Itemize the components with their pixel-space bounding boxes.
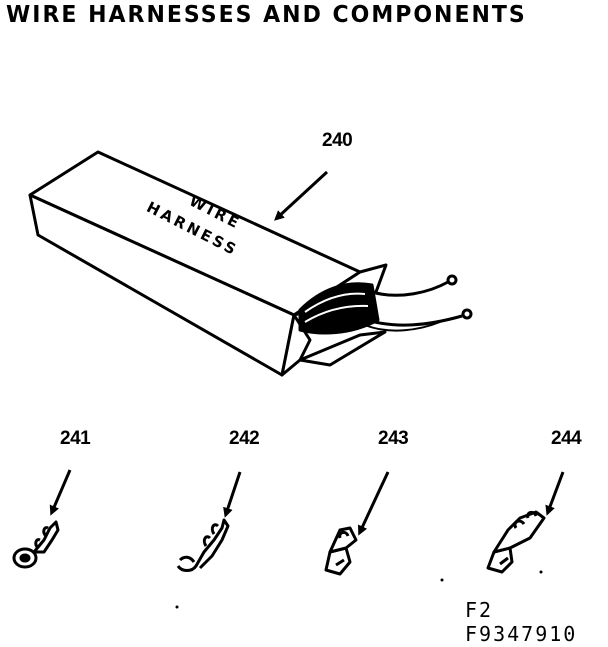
- ring-terminal-icon: [12, 520, 60, 569]
- callout-arrow-242: [223, 471, 242, 518]
- part-label-244: 244: [551, 428, 582, 449]
- callout-arrow-240: [274, 170, 329, 221]
- harness-box-icon: [28, 150, 473, 377]
- speck: [175, 605, 179, 609]
- callout-arrow-241: [49, 469, 72, 516]
- part-label-241: 241: [60, 428, 91, 449]
- speck: [440, 578, 444, 582]
- figure-code-line2: F9347910: [465, 622, 578, 646]
- speck: [539, 570, 543, 574]
- page-title: WIRE HARNESSES AND COMPONENTS: [6, 2, 527, 29]
- flag-terminal-icon: [486, 510, 546, 574]
- callout-arrow-244: [545, 471, 565, 516]
- callout-arrow-243: [358, 471, 390, 536]
- part-label-242: 242: [229, 428, 260, 449]
- part-label-240: 240: [322, 130, 353, 151]
- part-label-243: 243: [378, 428, 409, 449]
- hook-terminal-icon: [176, 518, 230, 572]
- figure-code-line1: F2: [465, 598, 494, 622]
- flag-terminal-icon: [324, 526, 358, 576]
